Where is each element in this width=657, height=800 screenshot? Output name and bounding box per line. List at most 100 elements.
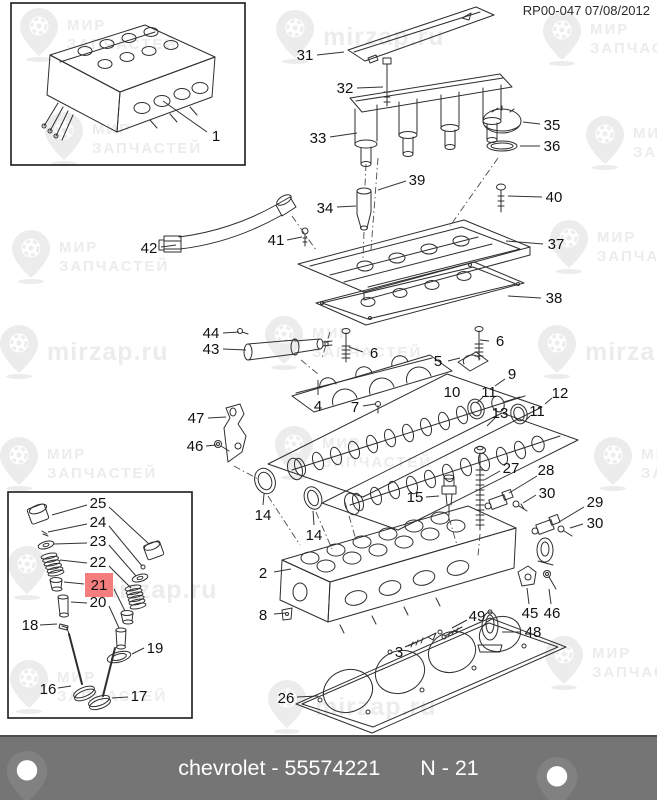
- valve-cover-37: [297, 219, 531, 301]
- part-number-label: 19: [147, 640, 164, 657]
- part-number-label: 42: [141, 240, 158, 257]
- callout-27: 27: [483, 460, 519, 481]
- callout-leader-line: [558, 506, 585, 523]
- part-number-label: 25: [90, 495, 107, 512]
- bolt-40: [496, 183, 506, 213]
- callout-leader-line: [108, 605, 120, 629]
- callout-22: 22: [59, 554, 132, 589]
- callout-leader-line: [312, 510, 315, 526]
- bolt-6-left: [341, 328, 351, 363]
- part-number-label: 15: [407, 489, 424, 506]
- bracket-47: [223, 403, 247, 463]
- callout-40: 40: [507, 189, 563, 206]
- callout-33: 33: [310, 130, 358, 147]
- part-number-label: 32: [337, 80, 354, 97]
- callout-leader-line: [57, 685, 72, 689]
- part-number-label: 22: [90, 554, 107, 571]
- part-number-label: 29: [587, 494, 604, 511]
- callout-leader-line: [522, 415, 531, 424]
- callout-leader-line: [451, 619, 468, 629]
- part-number-label: 30: [539, 485, 556, 502]
- callout-9: 9: [494, 366, 516, 387]
- callout-leader-line: [273, 612, 287, 615]
- callout-leader-line: [447, 357, 461, 362]
- callout-leader-line: [70, 601, 88, 604]
- highlighted-part-marker: [85, 573, 113, 597]
- oil-filler-cap-35: [482, 105, 522, 134]
- part-number-label: 40: [546, 189, 563, 206]
- callout-leader-line: [222, 331, 240, 334]
- callout-30: 30: [522, 485, 556, 504]
- callout-7: 7: [351, 399, 376, 416]
- part-number-label: 46: [544, 605, 561, 622]
- footer-part-number: chevrolet - 55574221: [178, 756, 381, 780]
- stud-3: [407, 632, 437, 648]
- callout-19: 19: [131, 640, 164, 657]
- callout-23: 23: [53, 533, 137, 577]
- callout-leader-line: [111, 696, 129, 699]
- part-number-label: 31: [297, 47, 314, 64]
- exploded-parts-diagram: 3132333536393440424137384443665474746910…: [7, 2, 604, 734]
- part-number-label: 8: [259, 607, 267, 624]
- part-number-label: 12: [552, 385, 569, 402]
- callout-leader-line: [51, 504, 88, 516]
- callout-25: 25: [51, 495, 150, 545]
- part-number-label: 20: [90, 594, 107, 611]
- part-number-label: 1: [212, 128, 220, 145]
- part-number-label: 38: [546, 290, 563, 307]
- footer-bar: chevrolet - 55574221 N - 21: [0, 735, 657, 800]
- part-number-label: 11: [529, 403, 545, 420]
- part-number-label: 43: [203, 341, 220, 358]
- callout-leader-line: [508, 475, 538, 494]
- spark-plug-15: [441, 474, 457, 516]
- part-number-label: 9: [508, 366, 516, 383]
- part-number-label: 3: [395, 644, 403, 661]
- callout-leader-line: [207, 416, 227, 419]
- callout-28: 28: [508, 462, 555, 494]
- callout-leader-line: [162, 100, 208, 133]
- callout-leader-line: [522, 494, 537, 504]
- callout-leader-line: [548, 588, 552, 605]
- callout-44: 44: [203, 325, 240, 342]
- callout-leader-line: [222, 348, 247, 351]
- callout-leader-line: [494, 378, 506, 387]
- bracket-45: [517, 537, 554, 587]
- callout-leader-line: [108, 525, 143, 567]
- part-number-label: 10: [444, 384, 461, 401]
- callout-17: 17: [111, 688, 147, 705]
- part-number-label: 24: [90, 514, 107, 531]
- bolt-6-right: [474, 326, 484, 361]
- callout-31: 31: [297, 47, 345, 64]
- plug-8: [281, 607, 293, 621]
- part-number-label: 28: [538, 462, 555, 479]
- callout-leader-line: [296, 695, 319, 698]
- part-number-label: 14: [255, 507, 272, 524]
- callout-leader-line: [569, 523, 584, 529]
- part-number-label: 41: [268, 232, 285, 249]
- callout-45: 45: [522, 587, 538, 622]
- part-number-label: 46: [187, 438, 204, 455]
- callout-20: 20: [70, 594, 120, 629]
- part-number-label: 11: [481, 384, 497, 401]
- part-number-label: 7: [351, 399, 359, 416]
- bolt-30-upper: [512, 500, 528, 512]
- callout-leader-line: [507, 295, 542, 299]
- brand-pin-icon: [536, 757, 578, 800]
- part-number-label: 6: [370, 345, 378, 362]
- part-number-label: 4: [314, 398, 322, 415]
- camshaft-carrier-4: [291, 354, 453, 413]
- spark-plug-boot-34: [356, 187, 372, 231]
- camshaft-kit-9: [267, 373, 543, 498]
- callout-24: 24: [47, 514, 143, 567]
- callout-32: 32: [337, 80, 384, 97]
- callout-leader-line: [63, 581, 85, 585]
- callout-leader-line: [273, 568, 292, 573]
- bolt-32: [382, 57, 392, 107]
- part-number-label: 47: [188, 410, 205, 427]
- callout-leader-line: [108, 506, 150, 545]
- part-number-label: 6: [496, 333, 504, 350]
- callout-46: 46: [544, 588, 561, 622]
- callout-47: 47: [188, 410, 227, 427]
- callout-39: 39: [377, 172, 425, 191]
